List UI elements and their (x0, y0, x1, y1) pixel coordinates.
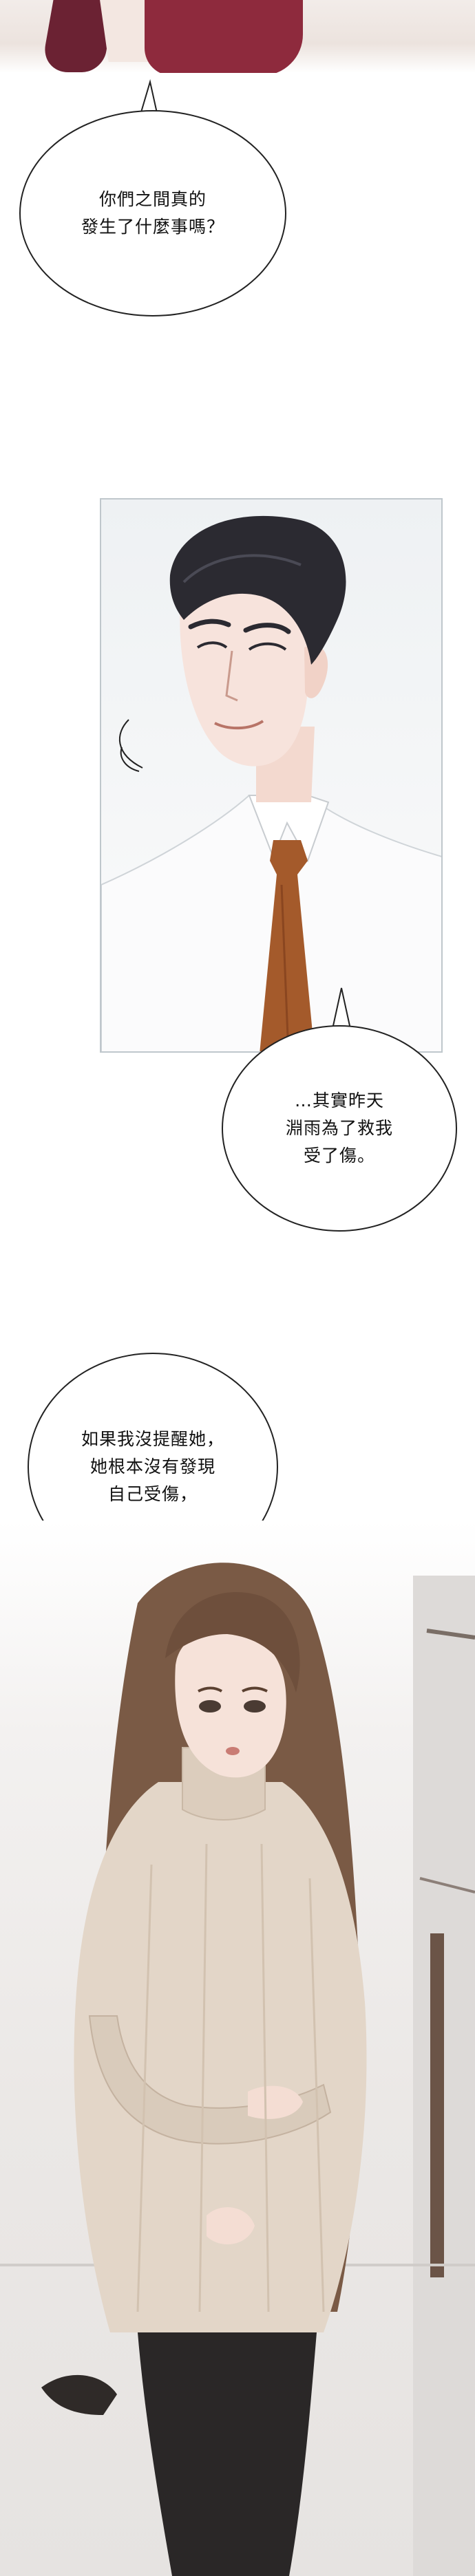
bubble-text: …其實昨天 淵雨為了救我 受了傷。 (285, 1091, 393, 1166)
coat-lapel-right (145, 0, 303, 73)
man-illustration (101, 515, 441, 1051)
bubble-text: 你們之間真的 發生了什麼事嗎？ (81, 189, 224, 237)
speech-bubble-question: 你們之間真的 發生了什麼事嗎？ (19, 110, 286, 316)
top-panel-fragment (0, 0, 475, 73)
panel-woman-in-sweater (0, 1521, 475, 2576)
woman-illustration (0, 1563, 475, 2576)
speech-bubble-confession: …其實昨天 淵雨為了救我 受了傷。 (222, 1025, 457, 1232)
panel-man-in-suit (100, 498, 443, 1053)
bubble-tail (138, 79, 159, 120)
bubble-text: 如果我沒提醒她， 她根本沒有發現 自己受傷， (81, 1429, 224, 1504)
bubble-tail (331, 987, 352, 1033)
speech-bubble-explanation: 如果我沒提醒她， 她根本沒有發現 自己受傷， (28, 1353, 278, 1581)
